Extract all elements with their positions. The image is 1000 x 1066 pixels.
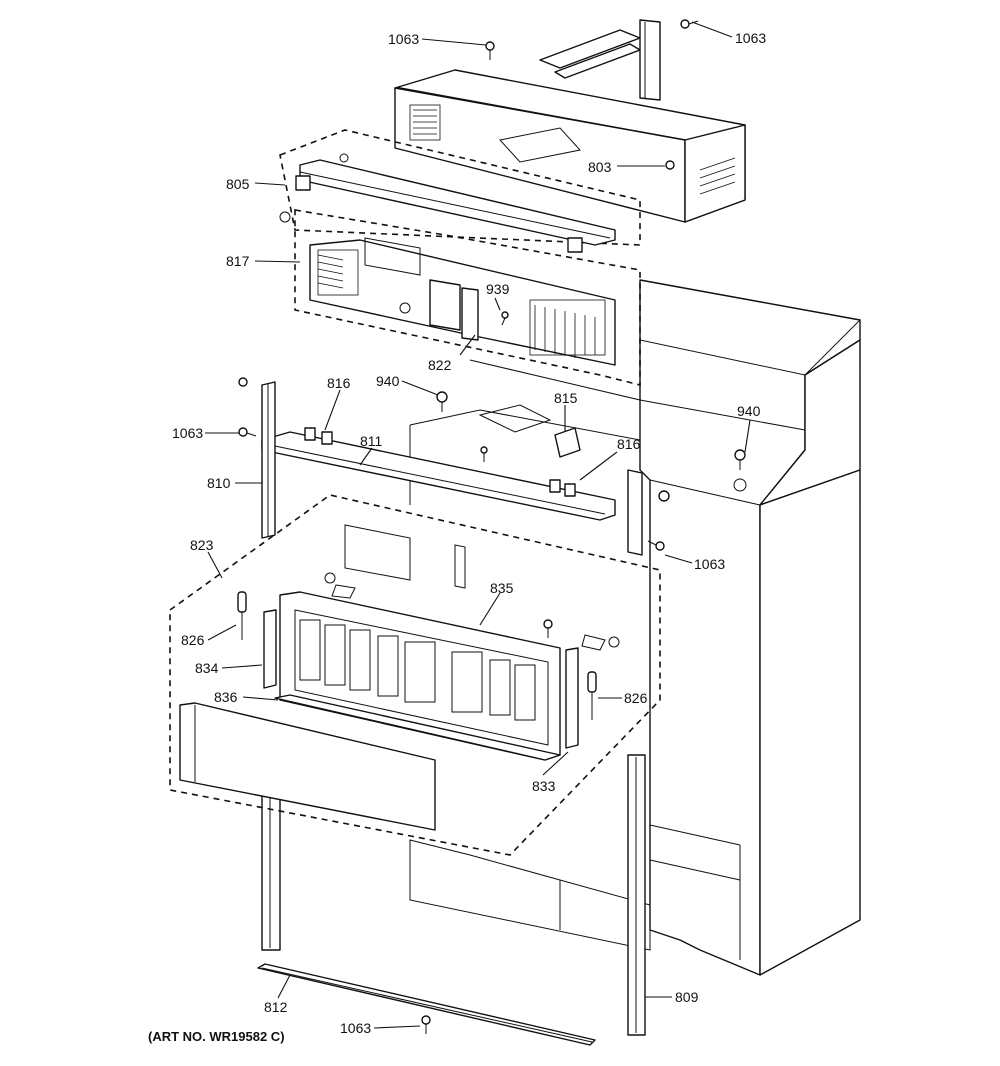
callout-1063-top-left: 1063 — [388, 31, 419, 47]
callout-803: 803 — [588, 159, 612, 175]
trim-strip-811 — [261, 427, 616, 521]
callout-805: 805 — [226, 176, 250, 192]
callout-826-right: 826 — [624, 690, 648, 706]
callout-810: 810 — [207, 475, 231, 491]
screw-1063-mid-right — [647, 540, 665, 551]
callout-1063-top-right: 1063 — [735, 30, 766, 46]
callout-816-right: 816 — [617, 436, 641, 452]
side-trim-809 — [627, 469, 646, 1036]
callout-834: 834 — [195, 660, 219, 676]
callout-822: 822 — [428, 357, 452, 373]
callout-1063-bottom: 1063 — [340, 1020, 371, 1036]
screw-1063-mid-right-upper — [658, 490, 670, 502]
screws — [238, 19, 746, 1034]
callout-940-left: 940 — [376, 373, 400, 389]
side-trim-810 — [261, 381, 281, 951]
callout-835: 835 — [490, 580, 514, 596]
screw-1063-mid-left — [238, 427, 257, 437]
callout-826-left: 826 — [181, 632, 205, 648]
control-panel-assembly — [279, 129, 641, 387]
callout-1063-mid-right: 1063 — [694, 556, 725, 572]
vent-housing-803 — [394, 69, 746, 223]
callout-812: 812 — [264, 999, 288, 1015]
callout-labels: 1063 1063 803 805 817 939 822 940 816 81… — [148, 30, 766, 1044]
callout-836: 836 — [214, 689, 238, 705]
callout-817: 817 — [226, 253, 250, 269]
top-rail — [539, 19, 661, 101]
screw-1063-bottom — [421, 1015, 431, 1034]
callout-823: 823 — [190, 537, 214, 553]
callout-815: 815 — [554, 390, 578, 406]
screw-door — [543, 619, 553, 638]
screw-939 — [501, 311, 509, 326]
screw-803 — [665, 160, 675, 170]
callout-940-right: 940 — [737, 403, 761, 419]
callout-809: 809 — [675, 989, 699, 1005]
callout-811: 811 — [360, 433, 383, 449]
bottom-strip-812 — [257, 963, 596, 1046]
callout-939: 939 — [486, 281, 510, 297]
screw-1063-top-left — [485, 41, 495, 60]
art-number: (ART NO. WR19582 C) — [148, 1029, 285, 1044]
screw-1063-top-right — [680, 19, 699, 29]
callout-1063-mid-left: 1063 — [172, 425, 203, 441]
callout-833: 833 — [532, 778, 556, 794]
screw-1063-upper-left — [238, 377, 248, 387]
door-assembly-823 — [169, 494, 661, 856]
screw-940-left — [436, 391, 448, 412]
screw-cabinet — [480, 446, 488, 462]
callout-816-top: 816 — [327, 375, 351, 391]
leader-lines — [205, 21, 751, 1029]
cabinet-body — [409, 279, 862, 976]
screw-940-right — [734, 449, 746, 470]
